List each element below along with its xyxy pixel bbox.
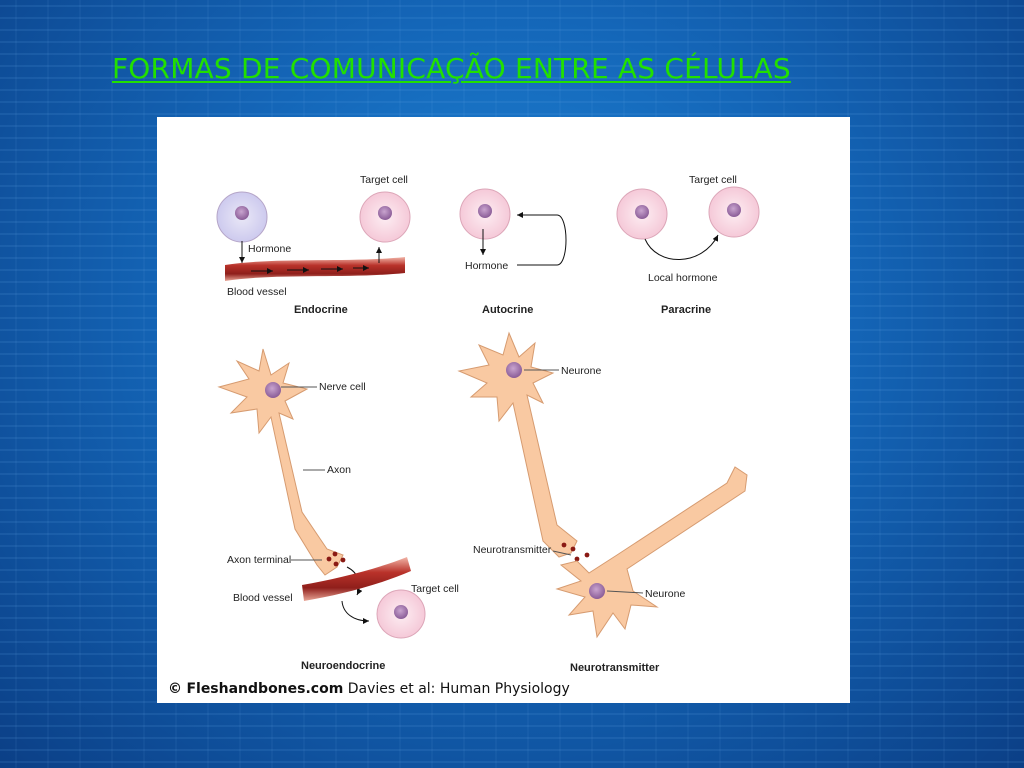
vesicle (574, 556, 580, 562)
neurotransmitter-panel: Neurone Neurotransmitter Neurone Neurotr… (457, 331, 748, 674)
nerve-cell-nucleus (265, 382, 281, 398)
credit-symbol: © (168, 681, 182, 697)
paracrine-local-label: Local hormone (648, 272, 718, 284)
slide-title: FORMAS DE COMUNICAÇÃO ENTRE AS CÉLULAS (112, 52, 791, 85)
paracrine-target-label: Target cell (689, 174, 737, 186)
neuroendocrine-vessel-label: Blood vessel (233, 592, 293, 604)
axon-terminal-label: Axon terminal (227, 554, 291, 566)
endocrine-panel: Target cell Hormone Blood vessel Endocri… (216, 174, 411, 316)
neuroendocrine-caption: Neuroendocrine (301, 660, 385, 672)
vesicle (326, 556, 332, 562)
vesicle (570, 546, 576, 552)
vesicle (340, 557, 346, 563)
autocrine-cell-nucleus (478, 204, 492, 218)
endocrine-vessel-label: Blood vessel (227, 286, 287, 298)
endocrine-hormone-label: Hormone (248, 243, 291, 255)
neurone-top-label: Neurone (561, 365, 601, 377)
presynaptic-nucleus (506, 362, 522, 378)
secreting-cell-nucleus (235, 206, 249, 220)
neuroendocrine-blood-vessel (302, 557, 411, 601)
vesicle (584, 552, 590, 558)
cell-communication-figure: Target cell Hormone Blood vessel Endocri… (157, 117, 850, 703)
neuroendocrine-target-nucleus (394, 605, 408, 619)
neurone-bottom-label: Neurone (645, 588, 685, 600)
figure-credit: © Fleshandbones.com Davies et al: Human … (168, 681, 570, 697)
vesicle (333, 561, 339, 567)
neurotransmitter-label: Neurotransmitter (473, 544, 552, 556)
paracrine-source-nucleus (635, 205, 649, 219)
postsynaptic-neurone (555, 466, 748, 639)
endocrine-target-label: Target cell (360, 174, 408, 186)
neuroendocrine-target-label: Target cell (411, 583, 459, 595)
presynaptic-neurone (457, 331, 578, 558)
autocrine-hormone-label: Hormone (465, 260, 508, 272)
postsynaptic-nucleus (589, 583, 605, 599)
to-target-arrow (341, 600, 370, 624)
credit-source: Davies et al: Human Physiology (347, 681, 570, 697)
paracrine-target-nucleus (727, 203, 741, 217)
nerve-cell-body (217, 348, 344, 576)
paracrine-panel: Target cell Local hormone Paracrine (616, 174, 760, 316)
neurone-bottom-leader (606, 590, 644, 594)
neurotransmitter-caption: Neurotransmitter (570, 662, 660, 674)
endocrine-blood-vessel (225, 257, 405, 281)
cell-communication-diagram: Target cell Hormone Blood vessel Endocri… (216, 174, 760, 674)
nerve-cell-label: Nerve cell (319, 381, 366, 393)
credit-site: Fleshandbones.com (186, 681, 344, 697)
autocrine-caption: Autocrine (482, 304, 533, 316)
autocrine-loop-arrow (517, 212, 567, 266)
paracrine-caption: Paracrine (661, 304, 711, 316)
neuroendocrine-panel: Nerve cell Axon Axon terminal Blood vess… (217, 348, 459, 672)
neurotransmitter-leader (552, 550, 572, 556)
autocrine-panel: Hormone Autocrine (459, 188, 567, 316)
vesicle (561, 542, 567, 548)
endocrine-caption: Endocrine (294, 304, 348, 316)
endocrine-target-nucleus (378, 206, 392, 220)
paracrine-arrow (644, 234, 719, 260)
vesicle (332, 551, 338, 557)
axon-label: Axon (327, 464, 351, 476)
